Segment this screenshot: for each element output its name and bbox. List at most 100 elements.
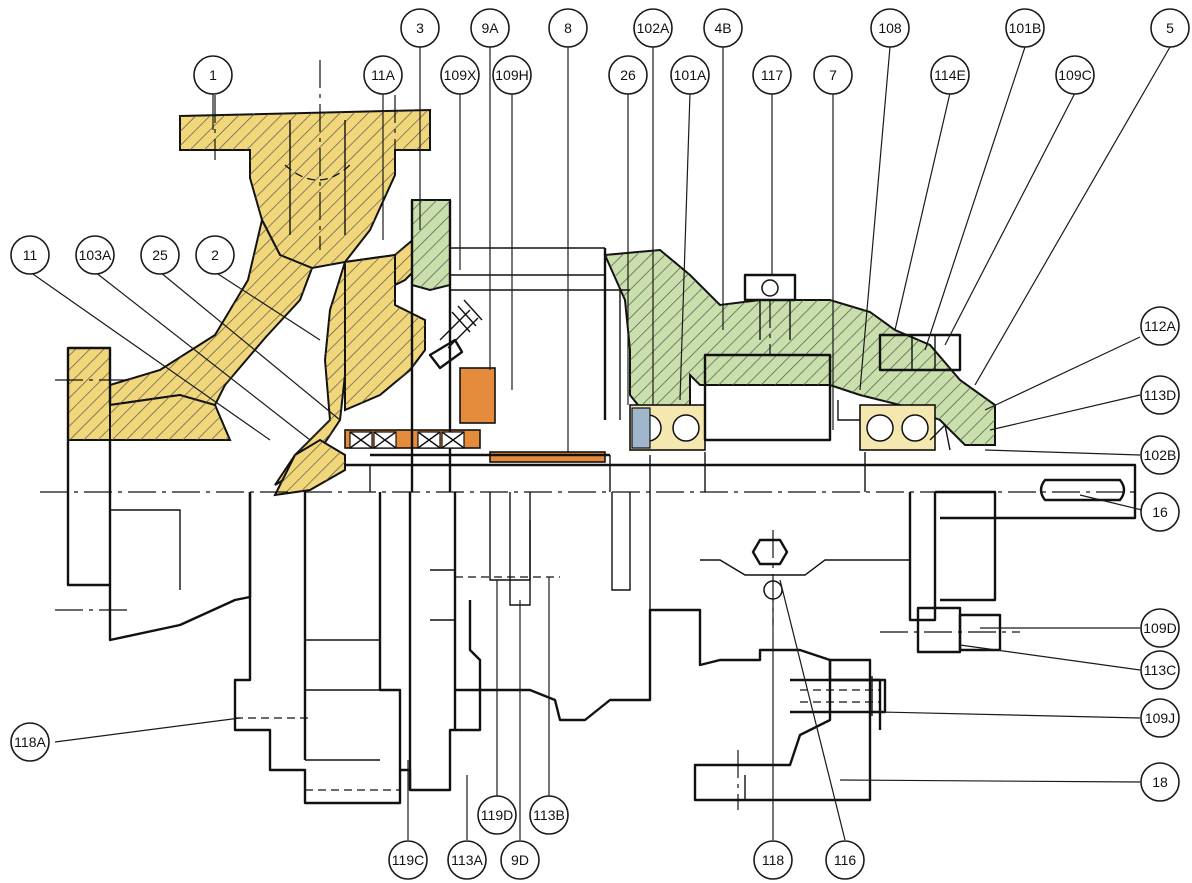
callout-label: 11A	[371, 67, 396, 83]
callout-label: 8	[564, 20, 572, 36]
callout-2: 2	[195, 235, 235, 275]
callout-109d: 109D	[1140, 608, 1180, 648]
callout-circle	[193, 55, 233, 95]
callout-11: 11	[10, 235, 50, 275]
callout-4b: 4B	[703, 8, 743, 48]
callout-label: 112A	[1144, 318, 1176, 334]
callout-circle	[752, 55, 792, 95]
callout-label: 9D	[511, 852, 529, 868]
callout-circle	[703, 8, 743, 48]
callout-label: 26	[620, 67, 636, 83]
callout-label: 119C	[392, 852, 424, 868]
callout-1: 1	[193, 55, 233, 95]
callout-113a: 113A	[447, 840, 487, 880]
callout-9a: 9A	[470, 8, 510, 48]
callout-102b: 102B	[1140, 435, 1180, 475]
callout-circle	[10, 235, 50, 275]
callout-label: 103A	[79, 247, 112, 263]
callout-circle	[440, 55, 480, 95]
callout-109j: 109J	[1140, 698, 1180, 738]
callout-label: 113A	[451, 852, 483, 868]
callout-5: 5	[1150, 8, 1190, 48]
callout-label: 109J	[1145, 710, 1175, 726]
callout-25: 25	[140, 235, 180, 275]
callout-117: 117	[752, 55, 792, 95]
callout-102a: 102A	[633, 8, 673, 48]
callout-label: 102A	[637, 20, 670, 36]
callout-label: 9A	[481, 20, 499, 36]
callout-9d: 9D	[500, 840, 540, 880]
callout-label: 119D	[481, 807, 513, 823]
callout-circle	[1140, 375, 1180, 415]
callout-label: 1	[209, 67, 217, 83]
callout-112a: 112A	[1140, 306, 1180, 346]
callout-circle	[447, 840, 487, 880]
ball-2	[672, 414, 700, 442]
callout-circle	[529, 795, 569, 835]
callout-label: 116	[834, 852, 857, 868]
callout-116: 116	[825, 840, 865, 880]
callout-label: 101A	[674, 67, 707, 83]
callout-circle	[195, 235, 235, 275]
callout-circle	[753, 840, 793, 880]
callout-circle	[492, 55, 532, 95]
callout-circle	[1140, 306, 1180, 346]
callout-circle	[470, 8, 510, 48]
outline-lines	[40, 60, 1140, 810]
callout-113b: 113B	[529, 795, 569, 835]
callout-7: 7	[813, 55, 853, 95]
packing-rings	[349, 431, 465, 449]
callout-label: 114E	[934, 67, 966, 83]
callout-circle	[1150, 8, 1190, 48]
callout-108: 108	[870, 8, 910, 48]
leader-lines	[29, 46, 1171, 841]
callout-18: 18	[1140, 762, 1180, 802]
callout-circle	[1140, 492, 1180, 532]
callout-circle	[477, 795, 517, 835]
callout-circle	[10, 722, 50, 762]
callout-113d: 113D	[1140, 375, 1180, 415]
callout-11a: 11A	[363, 55, 403, 95]
seal-gland	[459, 367, 496, 424]
callout-circle	[500, 840, 540, 880]
callout-circle	[1140, 435, 1180, 475]
callout-label: 113B	[533, 807, 565, 823]
bracket-section	[411, 199, 996, 446]
callout-circle	[400, 8, 440, 48]
callout-label: 11	[23, 247, 38, 263]
callout-circle	[388, 840, 428, 880]
callout-circle	[548, 8, 588, 48]
callout-circle	[140, 235, 180, 275]
callout-101a: 101A	[670, 55, 710, 95]
callout-8: 8	[548, 8, 588, 48]
callout-circle	[1140, 608, 1180, 648]
callout-119d: 119D	[477, 795, 517, 835]
bearings	[629, 404, 936, 451]
callout-label: 108	[878, 20, 902, 36]
callout-circle	[670, 55, 710, 95]
callout-114e: 114E	[930, 55, 970, 95]
callout-circle	[825, 840, 865, 880]
callout-label: 118A	[14, 734, 46, 750]
callout-label: 5	[1166, 20, 1174, 36]
callout-label: 117	[761, 67, 784, 83]
callout-label: 113C	[1144, 662, 1176, 678]
callout-label: 3	[416, 20, 424, 36]
callout-16: 16	[1140, 492, 1180, 532]
shaft-sleeve-8	[489, 451, 606, 463]
callout-circle	[1140, 698, 1180, 738]
ball-4	[901, 414, 929, 442]
callout-circle	[930, 55, 970, 95]
callout-circle	[363, 55, 403, 95]
callout-109x: 109X	[440, 55, 480, 95]
callout-circle	[75, 235, 115, 275]
callout-118: 118	[753, 840, 793, 880]
callout-circle	[813, 55, 853, 95]
callout-119c: 119C	[388, 840, 428, 880]
callout-circle	[870, 8, 910, 48]
callout-103a: 103A	[75, 235, 115, 275]
callout-label: 118	[762, 852, 785, 868]
callout-label: 102B	[1144, 447, 1177, 463]
callout-118a: 118A	[10, 722, 50, 762]
